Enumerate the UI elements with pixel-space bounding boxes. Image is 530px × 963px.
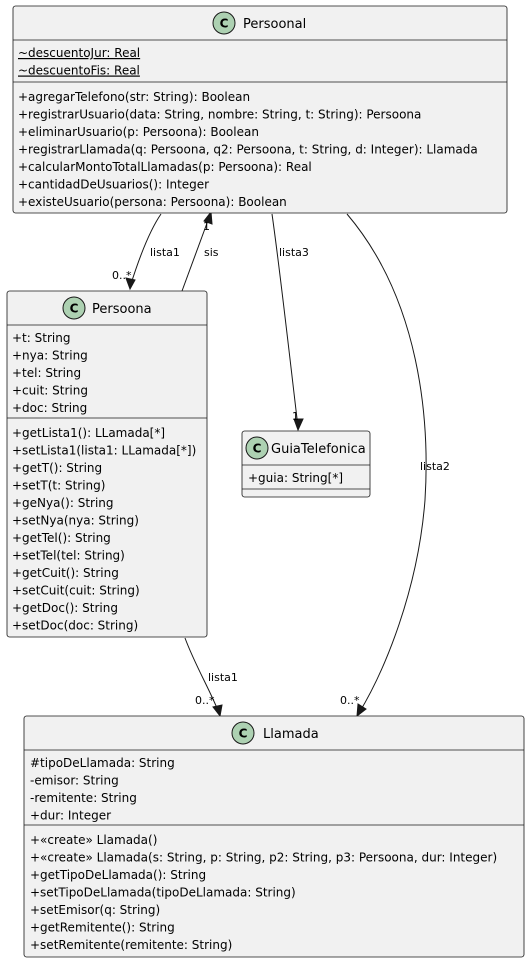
label-sis: sis <box>204 246 219 259</box>
attribute-item: #tipoDeLlamada: String <box>30 756 175 770</box>
edges <box>125 210 427 718</box>
mult-lista1-bottom: 0..* <box>195 694 215 707</box>
method-item: +eliminarUsuario(p: Persoona): Boolean <box>18 125 259 139</box>
class-persoonal-box <box>12 5 508 214</box>
method-item: +geNya(): String <box>12 496 114 510</box>
arrowhead-sis <box>203 210 213 225</box>
class-name: Persoonal <box>243 17 306 32</box>
label-lista2: lista2 <box>420 460 450 473</box>
class-icon-letter: C <box>70 302 79 316</box>
method-item: +cantidadDeUsuarios(): Integer <box>18 178 209 192</box>
mult-sis: 1 <box>203 220 210 233</box>
class-icon-letter: C <box>220 17 229 31</box>
arrowhead-lista1-bottom <box>212 704 223 718</box>
method-item: +setT(t: String) <box>12 479 105 493</box>
method-item: +getDoc(): String <box>12 601 118 615</box>
class-name: GuiaTelefonica <box>271 442 366 457</box>
label-lista1-top: lista1 <box>150 246 180 259</box>
edge-sis <box>181 214 211 292</box>
arrowhead-lista2 <box>356 703 367 718</box>
class-guiatelefonica-box <box>241 430 371 498</box>
method-item: +«create» Llamada(s: String, p: String, … <box>30 851 497 865</box>
attribute-item: -remitente: String <box>30 791 137 805</box>
method-item: +setEmisor(q: String) <box>30 903 160 917</box>
method-item: +setRemitente(remitente: String) <box>30 938 232 952</box>
class-icon <box>62 296 86 320</box>
method-item: +calcularMontoTotalLlamadas(p: Persoona)… <box>18 160 312 174</box>
edge-lista2 <box>346 213 427 714</box>
method-item: +setDoc(doc: String) <box>12 619 138 633</box>
attribute-list: +guia: String[*] <box>248 471 343 485</box>
class-persoona[interactable]: C Persoona +t: String +nya: String +tel: S… <box>6 290 208 638</box>
method-item: +setCuit(cuit: String) <box>12 584 140 598</box>
method-item: +registrarUsuario(data: String, nombre: … <box>18 108 421 122</box>
mult-lista1-top: 0..* <box>112 269 132 282</box>
class-persoonal[interactable]: C Persoonal ~descuentoJur: Real~descuent… <box>12 5 508 214</box>
label-lista1-bottom: lista1 <box>208 671 238 684</box>
method-list: +agregarTelefono(str: String): Boolean +r… <box>18 90 478 209</box>
attribute-item: ~descuentoFis: Real <box>18 64 140 78</box>
attribute-item: +doc: String <box>12 401 87 415</box>
attribute-item: -emisor: String <box>30 774 119 788</box>
class-icon <box>231 721 255 745</box>
method-item: +getT(): String <box>12 461 102 475</box>
class-icon-letter: C <box>239 727 248 741</box>
class-icon <box>212 11 236 35</box>
method-item: +setLista1(lista1: LLamada[*]) <box>12 444 196 458</box>
attribute-item: ~descuentoJur: Real <box>18 46 140 60</box>
mult-lista2: 0..* <box>340 694 360 707</box>
mult-lista3: 1 <box>292 410 299 423</box>
method-item: +getTipoDeLlamada(): String <box>30 868 206 882</box>
method-item: +registrarLlamada(q: Persoona, q2: Perso… <box>18 143 478 157</box>
method-item: +getRemitente(): String <box>30 921 175 935</box>
class-llamada[interactable]: C Llamada #tipoDeLlamada: String -emisor:… <box>23 715 525 958</box>
class-persoona-box <box>6 290 208 638</box>
class-icon <box>245 436 269 460</box>
method-list: +«create» Llamada() +«create» Llamada(s: … <box>30 833 497 952</box>
class-llamada-box <box>23 715 525 958</box>
attribute-item: +guia: String[*] <box>248 471 343 485</box>
method-item: +getCuit(): String <box>12 566 119 580</box>
method-item: +getTel(): String <box>12 531 111 545</box>
attribute-item: +tel: String <box>12 366 81 380</box>
attribute-list: #tipoDeLlamada: String -emisor: String -re… <box>30 756 175 823</box>
edge-lista3 <box>271 213 299 428</box>
method-list: +getLista1(): LLamada[*] +setLista1(lista… <box>12 426 196 633</box>
method-item: +existeUsuario(persona: Persoona): Boole… <box>18 195 287 209</box>
attribute-item: +dur: Integer <box>30 809 111 823</box>
attribute-list: +t: String +nya: String +tel: String +cuit:… <box>12 331 88 415</box>
arrowhead-lista3 <box>293 418 304 432</box>
class-name: Llamada <box>263 727 319 742</box>
method-item: +setNya(nya: String) <box>12 514 139 528</box>
attribute-item: +nya: String <box>12 349 88 363</box>
label-lista3: lista3 <box>279 246 309 259</box>
method-item: +agregarTelefono(str: String): Boolean <box>18 90 250 104</box>
class-icon-letter: C <box>253 442 262 456</box>
attribute-item: +cuit: String <box>12 384 88 398</box>
method-item: +setTel(tel: String) <box>12 549 125 563</box>
method-item: +getLista1(): LLamada[*] <box>12 426 165 440</box>
arrowhead-lista1-top <box>125 277 136 291</box>
attribute-item: +t: String <box>12 331 70 345</box>
method-item: +«create» Llamada() <box>30 833 157 847</box>
class-guiatelefonica[interactable]: C GuiaTelefonica +guia: String[*] <box>241 430 371 498</box>
edge-lista1-top <box>129 213 162 288</box>
attribute-list: ~descuentoJur: Real ~descuentoFis: Real <box>18 46 140 78</box>
edge-labels: lista1 0..* sis 1 lista3 1 lista2 0..* l… <box>112 220 450 707</box>
method-item: +setTipoDeLlamada(tipoDeLlamada: String) <box>30 886 296 900</box>
class-name: Persoona <box>92 302 152 317</box>
